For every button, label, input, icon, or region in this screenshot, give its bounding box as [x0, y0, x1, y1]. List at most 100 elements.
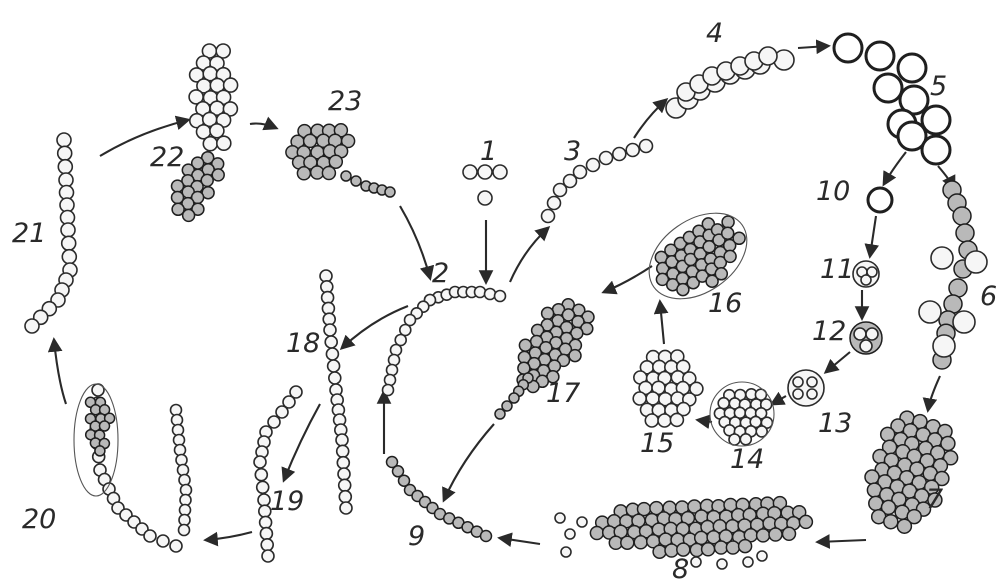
cell	[478, 165, 492, 179]
label-9: 9	[408, 521, 425, 552]
cell	[561, 547, 571, 557]
cell	[257, 481, 269, 493]
label-7: 7	[926, 484, 943, 515]
cell	[340, 502, 352, 514]
cell	[338, 468, 350, 480]
cell	[260, 528, 272, 540]
cell	[329, 372, 341, 384]
label-6: 6	[980, 281, 997, 312]
cell	[254, 456, 266, 468]
cell	[621, 536, 634, 549]
arrow-12-to-13	[826, 352, 850, 372]
cell	[475, 287, 486, 298]
cell	[574, 166, 587, 179]
stage-20-knot	[86, 397, 115, 456]
stage-11-cell	[853, 261, 879, 287]
arrow-6-to-7	[928, 376, 940, 410]
cell	[322, 167, 335, 180]
stage-17-tail	[495, 373, 533, 419]
cell	[336, 434, 348, 446]
cell	[341, 171, 351, 181]
cell	[268, 416, 280, 428]
cell	[799, 515, 812, 528]
cell	[949, 279, 967, 297]
cell	[179, 475, 190, 486]
cell	[919, 301, 941, 323]
cell	[259, 505, 271, 517]
cell	[495, 409, 505, 419]
cell	[944, 295, 962, 313]
stage-9-filament	[387, 457, 492, 542]
arrow-22-to-23	[250, 124, 276, 129]
label-3: 3	[564, 136, 581, 167]
label-21: 21	[12, 218, 46, 249]
cell	[953, 311, 975, 333]
arrow-5-to-10	[884, 152, 906, 184]
label-17: 17	[546, 378, 580, 409]
cell	[670, 413, 683, 426]
cell	[613, 148, 626, 161]
cell	[555, 513, 565, 523]
cell	[383, 385, 394, 396]
stage-22-upper	[189, 44, 238, 151]
cell	[175, 445, 186, 456]
cell	[387, 365, 398, 376]
label-15: 15	[640, 428, 674, 459]
stage-8-mass	[590, 497, 812, 559]
cell	[95, 446, 105, 456]
cell	[212, 169, 224, 181]
cell	[170, 540, 182, 552]
cell	[881, 427, 895, 441]
arrow-7-to-8	[818, 540, 866, 542]
stage-18-filament	[320, 270, 352, 514]
cell	[339, 491, 351, 503]
cell	[865, 470, 879, 484]
arrow-15-to-16	[660, 302, 664, 344]
label-5: 5	[930, 71, 947, 102]
cell	[485, 289, 496, 300]
cell	[389, 355, 400, 366]
stage-14-colony	[714, 389, 772, 445]
cell	[260, 516, 272, 528]
cell	[722, 227, 734, 239]
cell	[385, 187, 395, 197]
arrow-20-to-21	[54, 340, 66, 404]
cell-stages	[25, 34, 987, 569]
cell	[898, 54, 926, 82]
label-12: 12	[812, 316, 846, 347]
cell	[590, 527, 603, 540]
cell	[25, 319, 39, 333]
arrow-10-to-11	[870, 216, 876, 256]
cell	[702, 543, 715, 556]
cell	[179, 525, 190, 536]
cell	[144, 530, 156, 542]
cell	[548, 197, 561, 210]
stage-15-colony	[633, 350, 703, 427]
cell	[658, 414, 671, 427]
stage-12-cell	[850, 322, 882, 354]
cell	[866, 42, 894, 70]
label-18: 18	[286, 328, 320, 359]
stage-7-cluster	[865, 411, 958, 533]
cell	[463, 165, 477, 179]
cell	[385, 375, 396, 386]
cell	[178, 465, 189, 476]
cell	[542, 307, 554, 319]
cell	[783, 527, 796, 540]
stage-20-chain-b	[171, 405, 192, 536]
cell	[715, 541, 728, 554]
cell	[183, 209, 195, 221]
arrow-17-to-9	[444, 424, 494, 500]
label-13: 13	[818, 408, 852, 439]
cell	[600, 152, 613, 165]
cell	[176, 455, 187, 466]
cell	[337, 457, 349, 469]
label-23: 23	[328, 86, 362, 117]
cell	[933, 335, 955, 357]
cell	[565, 529, 575, 539]
cell	[62, 250, 76, 264]
cell	[757, 551, 767, 561]
cell	[769, 528, 782, 541]
cell	[626, 144, 639, 157]
